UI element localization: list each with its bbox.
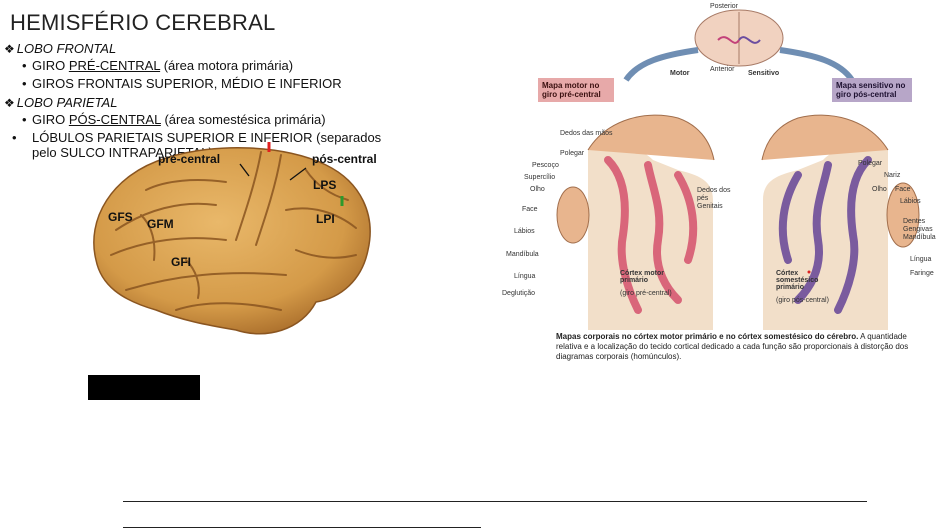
homunculus-figure — [556, 9, 920, 330]
bullet-icon: • — [22, 58, 27, 73]
page-title: HEMISFÉRIO CEREBRAL — [10, 10, 276, 35]
motor-part-label: Lábios — [514, 228, 535, 235]
sensory-part-label: Lábios — [900, 198, 921, 205]
motor-part-label: Supercílio — [524, 174, 556, 181]
motor-part-label: Deglutição — [502, 290, 536, 297]
sensory-map-box: Mapa sensitivo no giro pós-central — [832, 78, 912, 102]
bullet-icon: • — [22, 76, 27, 91]
bullet-item: •GIRO PÓS-CENTRAL (área somestésica prim… — [22, 112, 326, 127]
section-heading-frontal: ❖LOBO FRONTAL — [4, 41, 117, 56]
label-gfm: GFM — [147, 217, 174, 231]
arrow-pointer-icon — [239, 163, 250, 177]
brain-lateral-illustration — [93, 142, 371, 335]
sensory-cortex-label: Córtex somestésico primário — [776, 270, 819, 291]
sensory-part-label: Dentes Gengivas Mandíbula — [903, 218, 936, 241]
motor-part-label: Pescoço — [532, 162, 559, 169]
motor-cortex-sub-label: (giro pré-central) — [620, 290, 672, 297]
label-anterior: Anterior — [710, 66, 735, 73]
motor-cortex-label: Córtex motor primário — [620, 270, 664, 284]
label-gfs: GFS — [108, 210, 133, 224]
sensory-part-label: Faringe — [910, 270, 934, 277]
sensory-cortex-sub-label: (giro pós-central) — [776, 297, 829, 304]
label-lps: LPS — [313, 178, 337, 192]
horizontal-rule — [123, 527, 481, 528]
sensory-part-label: Olho — [872, 186, 887, 193]
section-heading-parietal: ❖LOBO PARIETAL — [4, 95, 118, 110]
label-pos-central: pós-central — [312, 152, 377, 166]
horizontal-rule — [123, 501, 867, 502]
label-posterior: Posterior — [710, 3, 739, 10]
motor-part-label: Mandíbula — [506, 251, 539, 258]
bullet-item: •GIROS FRONTAIS SUPERIOR, MÉDIO E INFERI… — [22, 76, 342, 91]
bullet-icon: • — [12, 130, 17, 145]
motor-part-label: Polegar — [560, 150, 585, 157]
sensory-part-label: Polegar — [858, 160, 883, 167]
motor-part-label: Face — [522, 206, 538, 213]
sensory-part-label: Língua — [910, 256, 932, 263]
label-sensitivo: Sensitivo — [748, 70, 780, 77]
feet-genitals-label: Dedos dos pés Genitais — [697, 187, 731, 210]
figure-caption: Mapas corporais no córtex motor primário… — [556, 332, 909, 361]
label-pre-central: pré-central — [158, 152, 221, 166]
label-lpi: LPI — [316, 212, 335, 226]
bullet-item: •GIRO PRÉ-CENTRAL (área motora primária) — [22, 58, 294, 73]
motor-part-label: Dedos das mãos — [560, 130, 613, 137]
motor-map-box: Mapa motor no giro pré-central — [538, 78, 614, 102]
label-motor: Motor — [670, 70, 690, 77]
label-gfi: GFI — [171, 255, 191, 269]
motor-part-label: Olho — [530, 186, 545, 193]
sensory-part-label: Nariz — [884, 172, 901, 179]
motor-part-label: Língua — [514, 273, 536, 280]
arrow-pointer-icon — [289, 167, 307, 181]
bullet-item: •LÓBULOS PARIETAIS SUPERIOR E INFERIOR (… — [12, 130, 382, 160]
black-box — [88, 375, 200, 400]
bullet-icon: • — [22, 112, 27, 127]
sensory-part-label: Face — [895, 186, 911, 193]
diamond-bullet-icon: ❖ — [4, 42, 15, 56]
diamond-bullet-icon: ❖ — [4, 96, 15, 110]
